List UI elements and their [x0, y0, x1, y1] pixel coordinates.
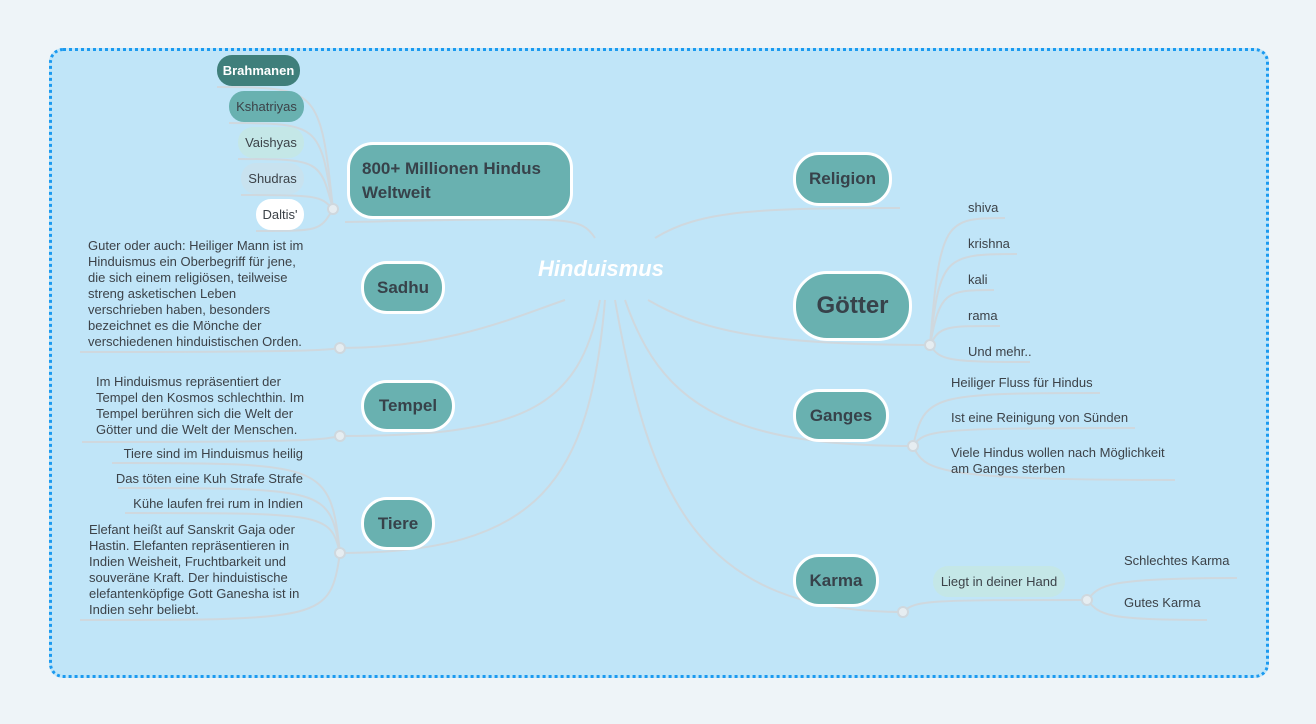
topic-sadhu[interactable]: Sadhu: [361, 261, 445, 314]
topic-religion[interactable]: Religion: [793, 152, 892, 206]
topic-tiere[interactable]: Tiere: [361, 497, 435, 550]
god-item[interactable]: kali: [968, 272, 988, 287]
caste-shudras[interactable]: Shudras: [241, 163, 304, 194]
karma-item[interactable]: Gutes Karma: [1124, 595, 1201, 610]
karma-sub[interactable]: Liegt in deiner Hand: [933, 566, 1065, 597]
tempel-description[interactable]: Im Hinduismus repräsentiert der Tempel d…: [96, 374, 305, 437]
god-item[interactable]: rama: [968, 308, 998, 323]
ganges-item[interactable]: Heiliger Fluss für Hindus: [951, 375, 1093, 390]
caste-daltis[interactable]: Daltis': [256, 199, 304, 230]
caste-brahmanen[interactable]: Brahmanen: [217, 55, 300, 86]
central-topic[interactable]: Hinduismus: [538, 256, 664, 281]
tiere-item[interactable]: Elefant heißt auf Sanskrit Gaja oder Has…: [89, 522, 300, 617]
ganges-item[interactable]: Viele Hindus wollen nach Möglichkeit am …: [951, 445, 1165, 476]
tiere-item[interactable]: Kühe laufen frei rum in Indien: [133, 496, 303, 511]
topic-hindus[interactable]: 800+ Millionen Hindus Weltweit: [347, 142, 573, 219]
god-item[interactable]: Und mehr..: [968, 344, 1032, 359]
topic-karma[interactable]: Karma: [793, 554, 879, 607]
topic-goetter[interactable]: Götter: [793, 271, 912, 341]
karma-item[interactable]: Schlechtes Karma: [1124, 553, 1230, 568]
caste-vaishyas[interactable]: Vaishyas: [238, 127, 304, 158]
god-item[interactable]: krishna: [968, 236, 1010, 251]
topic-tempel[interactable]: Tempel: [361, 380, 455, 432]
god-item[interactable]: shiva: [968, 200, 999, 215]
ganges-item[interactable]: Ist eine Reinigung von Sünden: [951, 410, 1129, 425]
caste-kshatriyas[interactable]: Kshatriyas: [229, 91, 304, 122]
sadhu-description[interactable]: Guter oder auch: Heiliger Mann ist im Hi…: [88, 238, 304, 349]
tiere-item[interactable]: Tiere sind im Hinduismus heilig: [123, 446, 303, 461]
topic-ganges[interactable]: Ganges: [793, 389, 889, 442]
tiere-item[interactable]: Das töten eine Kuh Strafe Strafe: [115, 471, 303, 486]
